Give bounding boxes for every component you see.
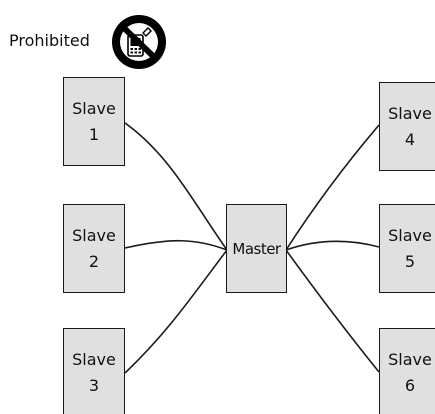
no-cell-phone-icon	[112, 15, 166, 69]
slave-5-label: Slave	[388, 225, 432, 245]
slave-3-number: 3	[88, 376, 100, 395]
link-master-slave-1	[124, 122, 228, 251]
slave-5-number: 5	[404, 251, 416, 271]
slave-1-number: 1	[88, 124, 100, 144]
link-master-slave-3	[124, 249, 228, 374]
link-master-slave-4	[285, 124, 380, 251]
slave-4-number: 4	[404, 129, 416, 149]
slave-1-node: Slave 1	[63, 77, 125, 166]
slave-3-label: Slave	[72, 350, 116, 369]
slave-4-label: Slave	[388, 103, 432, 123]
link-master-slave-6	[285, 249, 380, 373]
link-master-slave-2	[124, 239, 228, 251]
slave-6-number: 6	[404, 376, 416, 395]
master-node: Master	[226, 204, 287, 293]
slave-3-node: Slave 3	[63, 328, 125, 414]
prohibited-label: Prohibited	[9, 31, 90, 50]
slave-2-label: Slave	[72, 225, 116, 245]
slave-1-label: Slave	[72, 98, 116, 118]
link-master-slave-5	[285, 240, 380, 251]
slave-2-node: Slave 2	[63, 204, 125, 293]
slave-4-node: Slave 4	[379, 82, 435, 171]
slave-2-number: 2	[88, 251, 100, 271]
master-label: Master	[232, 239, 281, 258]
slave-6-label: Slave	[388, 350, 432, 369]
slave-6-node: Slave 6	[379, 328, 435, 414]
slave-5-node: Slave 5	[379, 204, 435, 293]
